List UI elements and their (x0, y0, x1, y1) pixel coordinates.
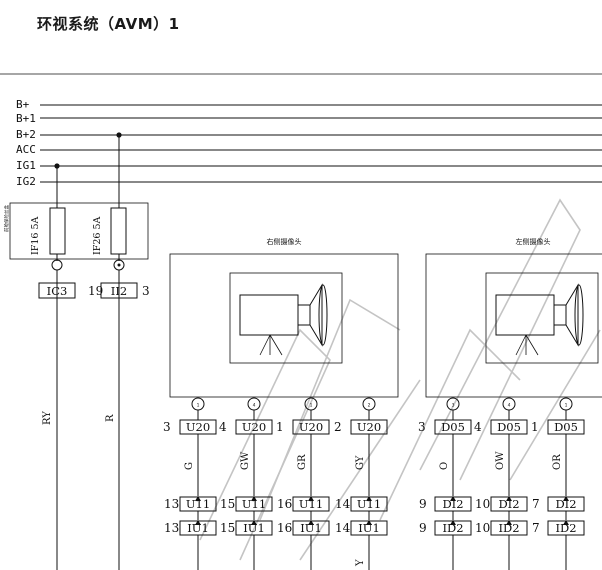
connector-label: U11 (186, 497, 210, 511)
fuse-if16 (49, 207, 66, 255)
terminal-if16 (51, 259, 63, 271)
connector-label: D05 (554, 420, 578, 434)
pin-number: 2 (334, 420, 342, 434)
connector-label: DI2 (498, 497, 519, 511)
pin-marker-label: 1 (197, 403, 200, 409)
camera-housing (169, 253, 399, 398)
pin-number: 9 (419, 497, 427, 511)
pin-number: 15 (220, 521, 235, 535)
connector-label: DI2 (555, 497, 576, 511)
connector-label: IU1 (358, 521, 380, 535)
connector-label: DI2 (442, 497, 463, 511)
pin-number: 9 (419, 521, 427, 535)
pin-marker-label: 3 (452, 403, 455, 409)
camera-icon (229, 272, 343, 364)
pin-number: 3 (418, 420, 426, 434)
pin-number: 14 (335, 521, 351, 535)
pin-number: 4 (219, 420, 227, 434)
pin-marker-label: 2 (368, 403, 371, 409)
pin-number: 1 (276, 420, 284, 434)
connector-label: U11 (357, 497, 381, 511)
fuse-box-label: 前舱保险丝盒 (3, 205, 10, 232)
connector-label: U20 (299, 420, 323, 434)
pin-number-ii2-left: 19 (88, 284, 103, 298)
connector-label: D05 (441, 420, 465, 434)
camera-icon (485, 272, 599, 364)
wire-color-ry: RY (42, 411, 53, 425)
pin-number: 7 (532, 497, 540, 511)
wire-color-r: R (105, 414, 116, 422)
pin-number: 13 (164, 497, 179, 511)
wire-color: GW (240, 451, 251, 470)
fuse-if26 (110, 207, 127, 255)
wire-color: OR (552, 454, 563, 470)
pin-marker-label: 1 (310, 403, 313, 409)
pin-number: 4 (474, 420, 482, 434)
wire-color: GR (297, 454, 308, 470)
wire-color: GY (355, 455, 366, 470)
pin-number: 13 (164, 521, 179, 535)
connector-label: IU1 (187, 521, 209, 535)
wire-color: OW (495, 451, 506, 470)
camera-title: 左侧摄像头 (516, 237, 551, 246)
wire-color-bottom: Y (355, 559, 366, 567)
connector-label: IU1 (243, 521, 265, 535)
fuse-box: 前舱保险丝盒 IF16 5A IF26 5A (3, 202, 149, 260)
pin-number: 10 (475, 521, 490, 535)
power-rails: B+ B+1 B+2 ACC IG1 IG2 (16, 98, 602, 188)
pin-marker-label: 1 (565, 403, 568, 409)
connector-label: ID2 (498, 521, 519, 535)
fuse-label-if26: IF26 5A (92, 217, 103, 255)
fuse-label-if16: IF16 5A (30, 217, 41, 255)
page-title: 环视系统（AVM）1 (37, 15, 180, 33)
connector-label: ID2 (555, 521, 576, 535)
pin-marker-label: 4 (508, 403, 511, 409)
connector-label: U20 (242, 420, 266, 434)
rail-label-b-plus: B+ (16, 98, 30, 111)
rail-label-acc: ACC (16, 143, 36, 156)
connector-label: D05 (497, 420, 521, 434)
rail-label-ig2: IG2 (16, 175, 36, 188)
wire-color: G (184, 462, 195, 470)
pin-number-ii2-right: 3 (142, 284, 150, 298)
pin-number: 7 (532, 521, 540, 535)
pin-number: 16 (277, 497, 292, 511)
connector-label: ID2 (442, 521, 463, 535)
rail-label-b-plus-2: B+2 (16, 128, 36, 141)
pin-number: 3 (163, 420, 171, 434)
pin-number: 16 (277, 521, 292, 535)
connector-label: U11 (299, 497, 323, 511)
pin-number: 14 (335, 497, 351, 511)
wire-color: O (439, 462, 450, 470)
pin-number: 10 (475, 497, 490, 511)
rail-label-b-plus-1: B+1 (16, 112, 36, 125)
camera-title: 右侧摄像头 (267, 237, 302, 246)
pin-marker-label: 4 (253, 403, 256, 409)
connector-label: U11 (242, 497, 266, 511)
connector-label: IU1 (300, 521, 322, 535)
rail-label-ig1: IG1 (16, 159, 36, 172)
camera-housing (425, 253, 602, 398)
pin-number: 1 (531, 420, 539, 434)
pin-number: 15 (220, 497, 235, 511)
connector-label: U20 (357, 420, 381, 434)
connector-label: U20 (186, 420, 210, 434)
